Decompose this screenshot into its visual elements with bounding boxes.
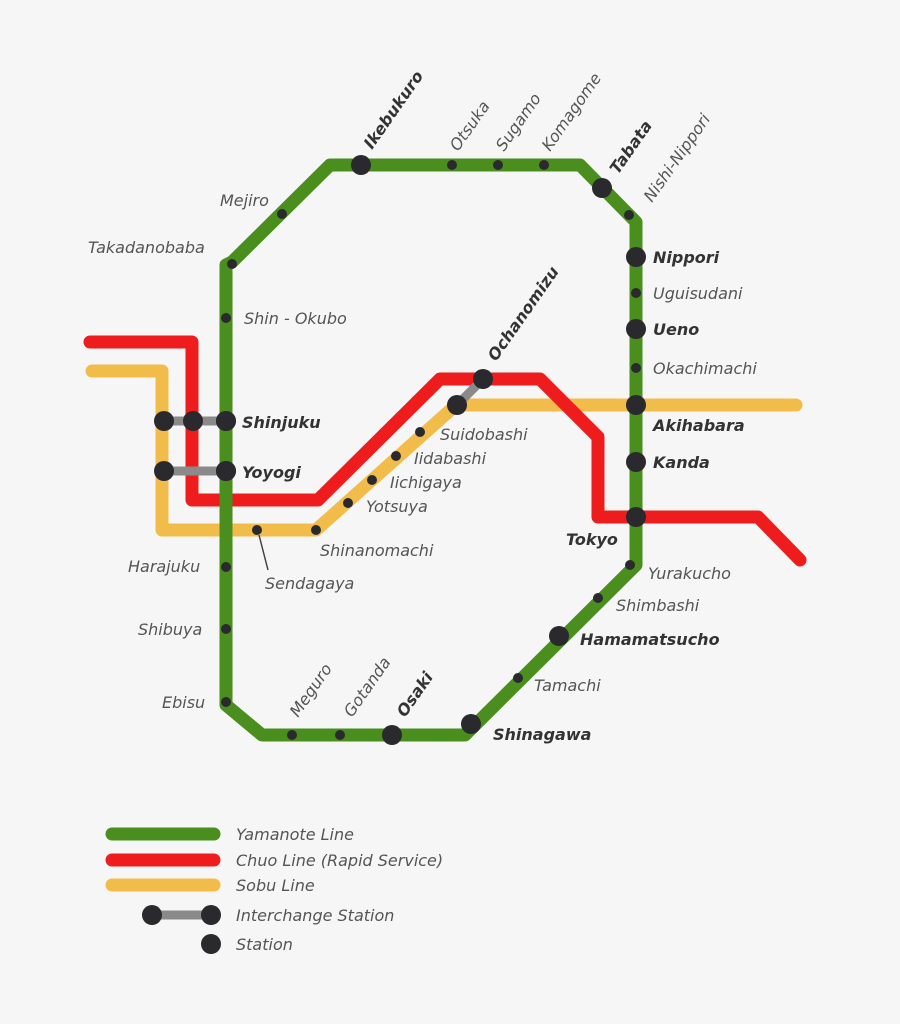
station-label-nippori: Nippori [653,248,720,267]
station-dot-okachimachi[interactable] [631,363,641,373]
station-dot-tokyo[interactable] [626,507,646,527]
interchange-station-dot[interactable] [154,461,174,481]
station-label-iidabashi: Iidabashi [414,449,487,468]
station-dot-shinjuku[interactable] [216,411,236,431]
legend-sobu-label: Sobu Line [236,876,315,895]
station-dot-tabata[interactable] [592,178,612,198]
station-dot-ikebukuro[interactable] [351,155,371,175]
station-label-ueno: Ueno [653,320,699,339]
station-dot-suidobashi[interactable] [415,427,425,437]
station-label-harajuku: Harajuku [128,557,200,576]
station-label-shinagawa: Shinagawa [493,725,591,744]
station-dot-yurakucho[interactable] [625,560,635,570]
station-label-iichigaya: Iichigaya [390,473,462,492]
station-dot-hamamatsucho[interactable] [549,626,569,646]
station-dot-akihabara[interactable] [626,395,646,415]
station-label-shimbashi: Shimbashi [616,596,700,615]
legend-interchange-label: Interchange Station [236,906,394,925]
interchange-station-dot[interactable] [183,411,203,431]
station-dot-takadanobaba[interactable] [227,259,237,269]
station-label-shin-okubo: Shin - Okubo [244,309,347,328]
station-dot-tamachi[interactable] [513,673,523,683]
station-label-uguisudani: Uguisudani [653,284,743,303]
station-label-yoyogi: Yoyogi [242,463,301,482]
station-dot-shibuya[interactable] [221,624,231,634]
station-label-mejiro: Mejiro [220,191,269,210]
station-dot-mejiro[interactable] [277,209,287,219]
station-dot-ebisu[interactable] [221,697,231,707]
station-dot-komagome[interactable] [539,160,549,170]
legend-chuo-label: Chuo Line (Rapid Service) [236,851,443,870]
station-dot-yoyogi[interactable] [216,461,236,481]
station-label-suidobashi: Suidobashi [440,425,528,444]
station-dot-ueno[interactable] [626,319,646,339]
station-dot-meguro[interactable] [287,730,297,740]
interchange-station-dot[interactable] [154,411,174,431]
station-label-hamamatsucho: Hamamatsucho [580,630,720,649]
station-label-kanda: Kanda [653,453,710,472]
interchange-station-dot[interactable] [447,395,467,415]
station-dot-shin-okubo[interactable] [221,313,231,323]
station-dot-yotsuya[interactable] [343,498,353,508]
station-dot-iidabashi[interactable] [391,451,401,461]
legend-interchange-dot-left [142,905,162,925]
station-label-yurakucho: Yurakucho [648,564,731,583]
sobu-line[interactable] [85,364,803,537]
station-dot-shinanomachi[interactable] [311,525,321,535]
station-label-takadanobaba: Takadanobaba [88,238,205,257]
station-dot-gotanda[interactable] [335,730,345,740]
station-dot-shinagawa[interactable] [461,714,481,734]
station-label-okachimachi: Okachimachi [653,359,757,378]
legend-yamanote-label: Yamanote Line [236,825,354,844]
station-label-ebisu: Ebisu [162,693,205,712]
station-dot-ochanomizu[interactable] [473,369,493,389]
station-dot-otsuka[interactable] [447,160,457,170]
station-label-tamachi: Tamachi [534,676,601,695]
station-dot-shimbashi[interactable] [593,593,603,603]
station-label-tokyo: Tokyo [566,530,618,549]
sendagaya-leader-line [258,534,269,571]
station-label-sendagaya: Sendagaya [265,574,354,593]
station-dot-iichigaya[interactable] [367,475,377,485]
legend-interchange-dot-right [201,905,221,925]
station-dot-harajuku[interactable] [221,562,231,572]
legend-station-label: Station [236,935,293,954]
station-dot-nippori[interactable] [626,247,646,267]
station-dot-osaki[interactable] [382,725,402,745]
stations-layer [216,155,646,745]
station-label-shinjuku: Shinjuku [242,413,321,432]
station-dot-uguisudani[interactable] [631,288,641,298]
station-label-shinanomachi: Shinanomachi [320,541,434,560]
station-label-yotsuya: Yotsuya [366,497,428,516]
station-label-shibuya: Shibuya [138,620,202,639]
station-label-akihabara: Akihabara [651,416,745,435]
station-dot-kanda[interactable] [626,452,646,472]
legend: Yamanote Line Chuo Line (Rapid Service) … [105,825,443,954]
station-dot-sendagaya[interactable] [252,525,262,535]
legend-station-dot [201,934,221,954]
station-dot-sugamo[interactable] [493,160,503,170]
station-dot-nishi-nippori[interactable] [624,210,634,220]
